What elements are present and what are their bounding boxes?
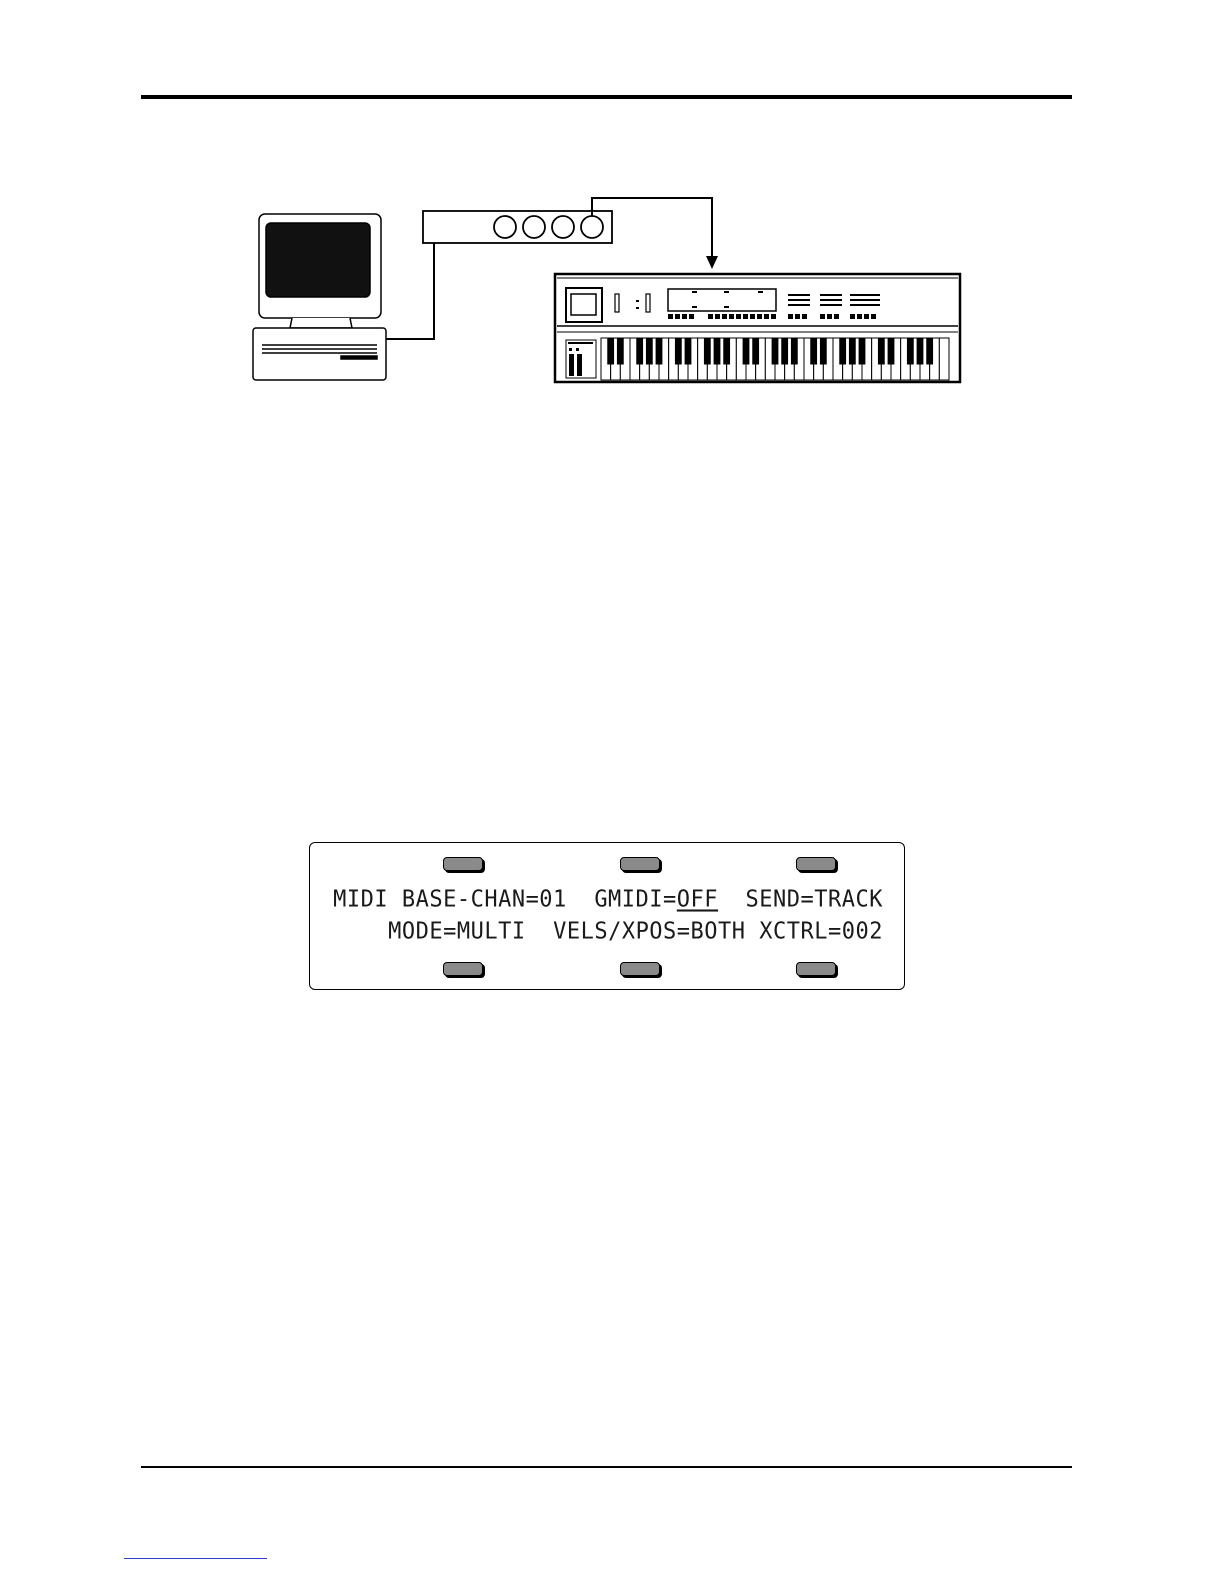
midi-connection-diagram: [240, 190, 980, 390]
lcd-base-chan: BASE-CHAN=01: [402, 886, 567, 912]
black-key: [811, 338, 817, 364]
lcd-vels-xpos: VELS/XPOS=BOTH: [553, 918, 745, 944]
lcd-gmidi-value: OFF: [677, 886, 718, 912]
black-key: [927, 338, 933, 364]
lcd-mode: MODE=MULTI: [388, 918, 525, 944]
black-key: [675, 338, 681, 364]
black-key: [907, 338, 913, 364]
soft-button-bottom-3[interactable]: [796, 962, 836, 976]
black-key: [608, 338, 614, 364]
black-key: [859, 338, 865, 364]
black-key: [714, 338, 720, 364]
black-key: [685, 338, 691, 364]
black-key: [878, 338, 884, 364]
black-key: [849, 338, 855, 364]
black-key: [704, 338, 710, 364]
black-key: [888, 338, 894, 364]
black-key: [917, 338, 923, 364]
footer-rule: [141, 1466, 1072, 1468]
black-key: [646, 338, 652, 364]
lcd-gmidi-label: GMIDI=: [594, 886, 676, 912]
lcd-send: SEND=TRACK: [746, 886, 883, 912]
header-rule: [141, 95, 1072, 99]
lcd-row-1: MIDI BASE-CHAN=01 GMIDI=OFF SEND=TRACK: [310, 886, 883, 913]
black-key: [743, 338, 749, 364]
soft-button-bottom-1[interactable]: [443, 962, 483, 976]
black-key: [772, 338, 778, 364]
computer-icon: [253, 214, 386, 380]
black-key: [840, 338, 846, 364]
black-key: [782, 338, 788, 364]
black-key: [617, 338, 623, 364]
black-key: [637, 338, 643, 364]
black-key: [656, 338, 662, 364]
black-key: [820, 338, 826, 364]
footnote-link-underline[interactable]: [124, 1558, 267, 1559]
black-key: [753, 338, 759, 364]
soft-button-bottom-2[interactable]: [620, 962, 660, 976]
midi-interface-icon: [423, 211, 612, 243]
black-key: [724, 338, 730, 364]
soft-button-top-2[interactable]: [620, 857, 660, 871]
soft-button-top-3[interactable]: [796, 857, 836, 871]
lcd-page-label: MIDI: [333, 886, 388, 912]
arrow-down-icon: [706, 256, 718, 269]
black-key: [791, 338, 797, 364]
lcd-xctrl: XCTRL=002: [759, 918, 883, 944]
lcd-row-2: MODE=MULTI VELS/XPOS=BOTH XCTRL=002: [310, 918, 883, 945]
lcd-display-panel: MIDI BASE-CHAN=01 GMIDI=OFF SEND=TRACK M…: [309, 842, 905, 990]
white-key: [939, 338, 949, 380]
soft-button-top-1[interactable]: [443, 857, 483, 871]
keyboard-synth-icon: [555, 274, 960, 382]
